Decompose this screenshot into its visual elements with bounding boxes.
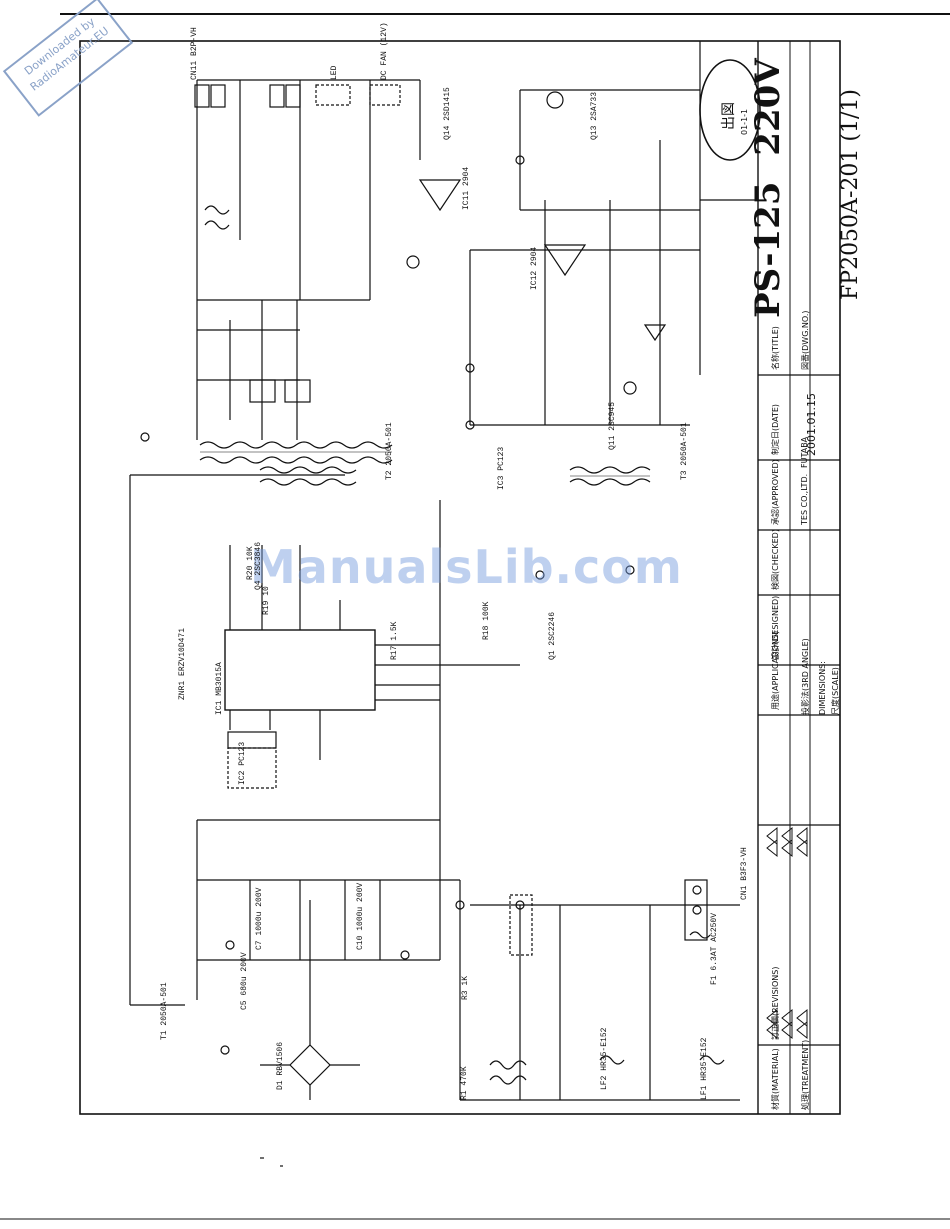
label-F1: F1 6.3AT AC250V bbox=[710, 912, 719, 985]
title-label: 名称(TITLE) bbox=[771, 326, 780, 370]
model-voltage: 220V bbox=[748, 58, 788, 156]
checked-label: 検図(CHECKED) bbox=[771, 529, 780, 590]
drawing-number: FP2050A-201 (1/1) bbox=[838, 89, 863, 300]
label-T1: T1 2050A-501 bbox=[160, 982, 169, 1040]
dwg-label: 図番(DWG.NO.) bbox=[801, 310, 810, 370]
dimensions-label: DIMENSIONS: bbox=[818, 661, 827, 715]
applications-label: 用途(APPLICATIONS) bbox=[771, 630, 780, 710]
treatment-label: 処理(TREATMENT) bbox=[801, 1039, 810, 1110]
label-C7: C7 1000u 200V bbox=[255, 887, 264, 950]
label-Q1: Q1 2SC2246 bbox=[548, 611, 557, 660]
label-D1: D1 RBV1506 bbox=[276, 1041, 285, 1090]
label-T2: T2 2050A-501 bbox=[385, 422, 394, 480]
label-IC2: IC2 PC123 bbox=[238, 741, 247, 785]
company-co: TES CO.,LTD. bbox=[800, 473, 809, 525]
label-R18: R18 100K bbox=[482, 601, 491, 640]
label-ZNR1: ZNR1 ERZV10D471 bbox=[178, 627, 187, 700]
model-name: PS-125 bbox=[748, 181, 788, 318]
issue-stamp-text: 出図 bbox=[721, 102, 737, 130]
label-R3: R3 1K bbox=[461, 975, 470, 1000]
label-LED: LED bbox=[330, 65, 339, 80]
label-R1: R1 470K bbox=[460, 1066, 469, 1100]
label-Q13: Q13 2SA733 bbox=[590, 91, 599, 140]
issue-stamp-no: 01-1-1 bbox=[740, 108, 749, 135]
revisions-label: 訂正欄(REVISIONS) bbox=[771, 966, 780, 1040]
label-LF1: LF1 HR35-E152 bbox=[700, 1037, 709, 1100]
label-Q14: Q14 2SD1415 bbox=[443, 87, 452, 140]
label-CN11: CN11 B2P-VH bbox=[190, 27, 199, 80]
label-IC1: IC1 MB3015A bbox=[215, 662, 224, 715]
label-CN1: CN1 B3F3-VH bbox=[740, 847, 749, 900]
approved-label: 承認(APPROVED) bbox=[771, 459, 780, 525]
model-title: PS-125 220V bbox=[748, 58, 788, 318]
label-T3: T3 2050A-501 bbox=[680, 422, 689, 480]
label-C10: C10 1000u 200V bbox=[356, 882, 365, 950]
label-IC3: IC3 PC123 bbox=[497, 446, 506, 490]
label-IC12: IC12 2904 bbox=[530, 246, 539, 290]
label-R19: R19 10 bbox=[262, 586, 271, 615]
material-label: 材質(MATERIAL) bbox=[771, 1048, 780, 1110]
label-Q11: Q11 2SC945 bbox=[608, 401, 617, 450]
company-name: FUTABA bbox=[800, 436, 809, 468]
watermark: ManualsLib.com bbox=[250, 540, 683, 594]
label-C5: C5 680u 200V bbox=[240, 952, 249, 1010]
date-label: 制定日(DATE) bbox=[771, 403, 780, 455]
label-R17: R17 1.5K bbox=[390, 621, 399, 660]
label-dc-fan: DC FAN (12V) bbox=[380, 22, 389, 80]
scale-label: 尺度(SCALE) bbox=[831, 667, 840, 715]
label-Q4: Q4 2SC3846 bbox=[254, 541, 263, 590]
label-LF2: LF2 HR35-E152 bbox=[600, 1027, 609, 1090]
label-IC11: IC11 2904 bbox=[462, 166, 471, 210]
angle-label: 投影法(3RD ANGLE) bbox=[801, 638, 810, 715]
label-R20: R20 10K bbox=[246, 546, 255, 580]
